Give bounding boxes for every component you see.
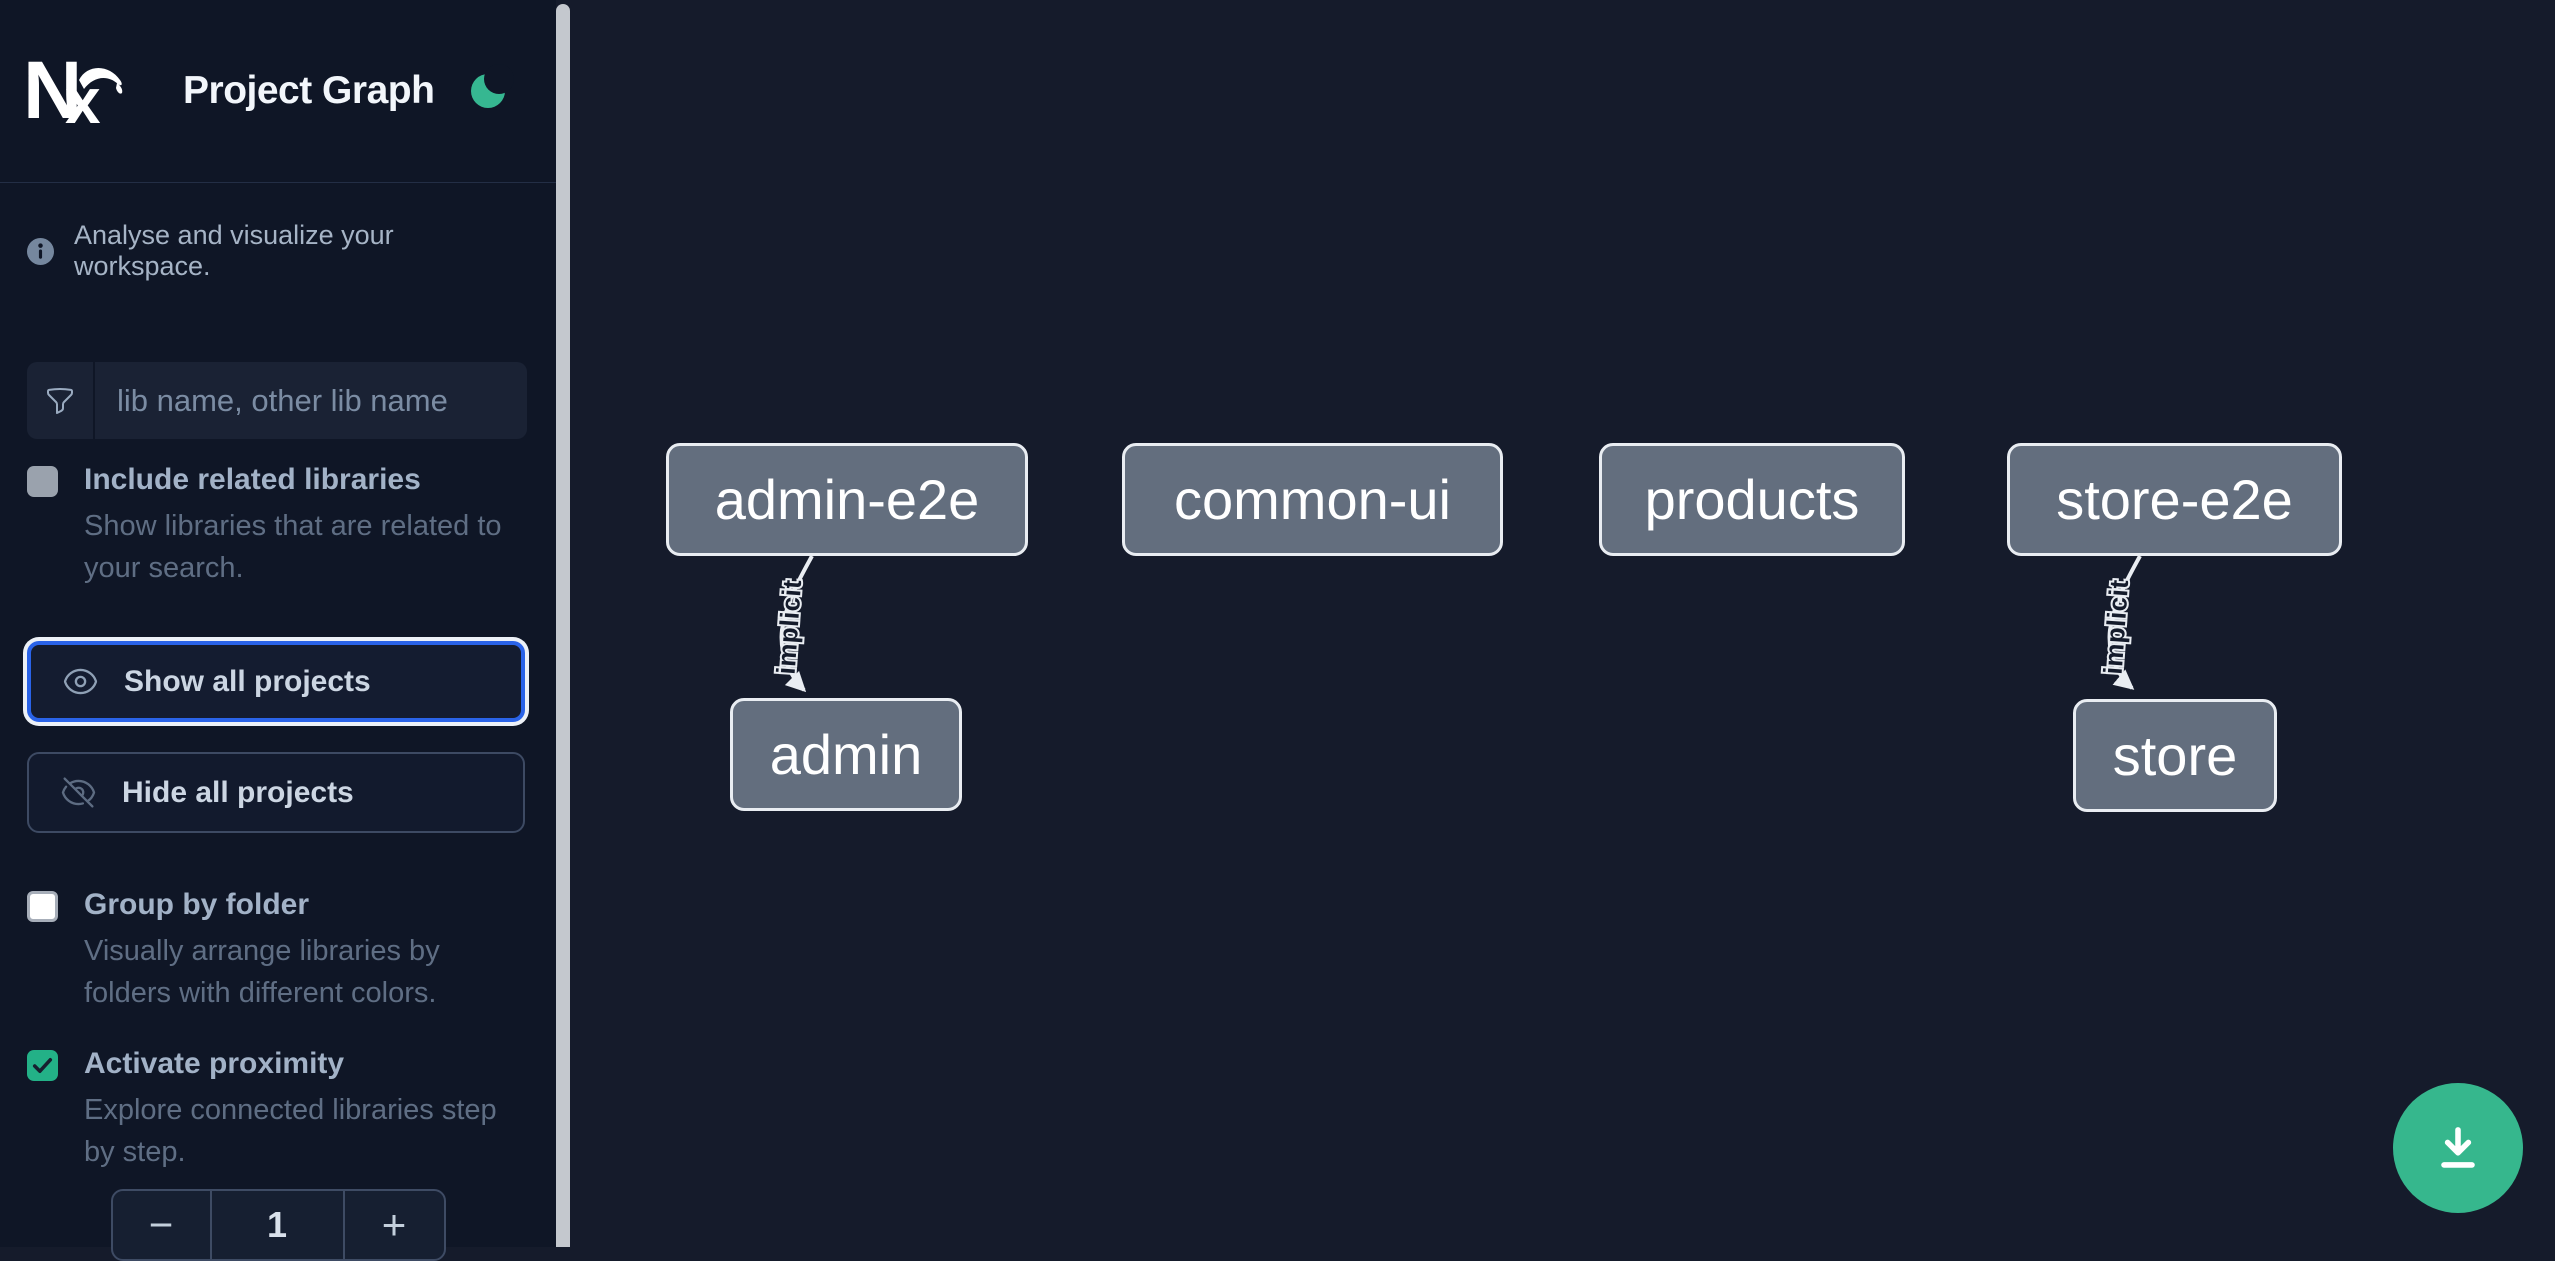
stepper-value[interactable]: 1: [209, 1191, 345, 1259]
group-by-folder-desc-line: folders with different colors.: [84, 977, 437, 1009]
project-node-store[interactable]: store: [2073, 699, 2277, 812]
check-icon: [32, 1058, 53, 1073]
group-by-folder-label: Group by folder: [84, 888, 309, 921]
activate-proximity-desc-line: Explore connected libraries step: [84, 1094, 497, 1126]
moon-icon[interactable]: [471, 64, 514, 108]
sidebar-header: N x Project Graph: [0, 0, 556, 183]
edge-label-implicit: implicit: [771, 578, 808, 675]
include-related-label: Include related libraries: [84, 463, 421, 496]
activate-proximity-label: Activate proximity: [84, 1047, 345, 1080]
filter-input[interactable]: [95, 362, 527, 439]
group-by-folder-desc-line: Visually arrange libraries by: [84, 935, 440, 967]
eye-icon: [63, 668, 98, 695]
download-graph-button[interactable]: [2393, 1083, 2523, 1213]
info-icon: [27, 237, 54, 265]
page-title: Project Graph: [183, 69, 435, 112]
edge-admin-e2e-to-admin[interactable]: [779, 555, 814, 693]
stepper-decrement-button[interactable]: −: [113, 1191, 210, 1259]
tagline-text: Analyse and visualize your workspace.: [74, 220, 394, 281]
edge-layer: implicit implicit: [769, 555, 2142, 693]
download-icon: [2441, 1127, 2475, 1168]
include-related-checkbox[interactable]: [27, 466, 58, 497]
svg-text:N: N: [27, 56, 82, 126]
filter-box: [27, 362, 527, 439]
sidebar: N x Project Graph Analyse and visualize …: [0, 0, 556, 1261]
proximity-depth-stepper: − 1 +: [110, 1189, 446, 1261]
show-all-projects-button[interactable]: Show all projects: [27, 641, 525, 722]
graph-canvas[interactable]: implicit implicit admin-e2e common-ui pr…: [570, 0, 2555, 1247]
project-node-products[interactable]: products: [1599, 443, 1905, 556]
include-related-desc-line: your search.: [84, 552, 244, 584]
stepper-increment-button[interactable]: +: [345, 1191, 444, 1259]
group-by-folder-row: Group by folder Visually arrange librari…: [27, 888, 529, 1014]
hide-all-projects-label: Hide all projects: [122, 775, 354, 809]
edge-store-e2e-to-store[interactable]: [2107, 555, 2142, 690]
include-related-desc-line: Show libraries that are related to: [84, 510, 502, 542]
project-node-admin[interactable]: admin: [730, 698, 962, 811]
project-node-admin-e2e[interactable]: admin-e2e: [666, 443, 1028, 556]
sidebar-scrollbar-thumb[interactable]: [556, 4, 570, 1247]
eye-slash-icon: [61, 777, 96, 808]
edge-label-implicit: implicit: [2098, 578, 2135, 675]
activate-proximity-row: Activate proximity Explore connected lib…: [27, 1047, 529, 1173]
include-related-row: Include related libraries Show libraries…: [27, 463, 529, 589]
workspace-tagline: Analyse and visualize your workspace.: [0, 183, 556, 282]
project-node-common-ui[interactable]: common-ui: [1122, 443, 1503, 556]
activate-proximity-checkbox[interactable]: [27, 1050, 58, 1081]
group-by-folder-checkbox[interactable]: [27, 891, 58, 922]
nx-logo-icon: N x: [27, 56, 123, 126]
project-node-store-e2e[interactable]: store-e2e: [2007, 443, 2342, 556]
activate-proximity-desc-line: by step.: [84, 1136, 186, 1168]
funnel-icon: [27, 362, 95, 439]
show-all-projects-label: Show all projects: [124, 664, 371, 698]
hide-all-projects-button[interactable]: Hide all projects: [27, 752, 525, 833]
